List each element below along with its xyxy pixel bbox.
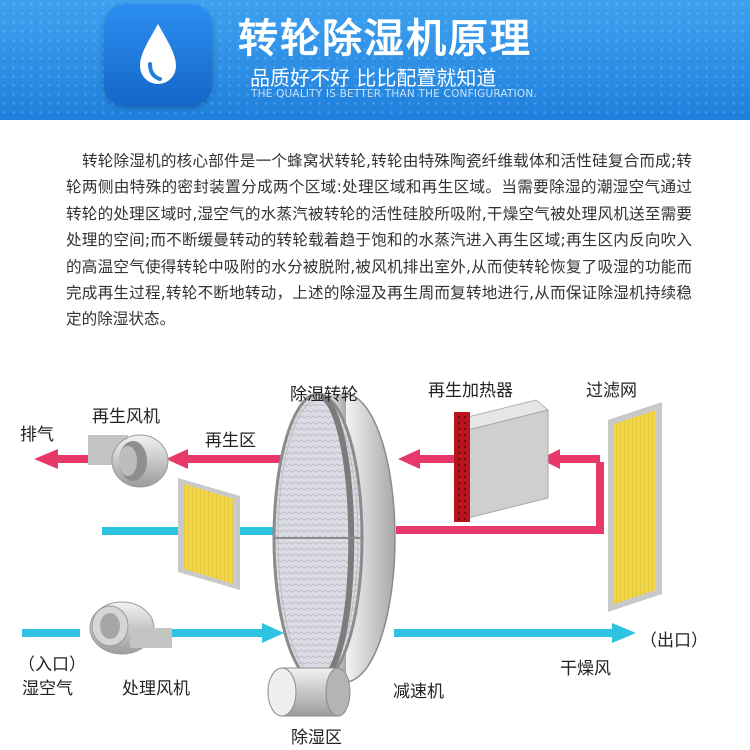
label-dehumid-zone: 除湿区 [291, 728, 342, 748]
water-drop-icon [140, 24, 176, 84]
label-heater: 再生加热器 [428, 381, 513, 401]
label-rotor: 除湿转轮 [290, 385, 358, 405]
header-banner: 转轮除湿机原理 品质好不好 比比配置就知道 THE QUALITY IS BET… [0, 0, 750, 120]
dehumidifier-diagram: 除湿转轮 再生加热器 过滤网 排气 再生风机 再生区 （入口） 湿空气 处理风机… [18, 381, 708, 748]
label-reducer: 减速机 [393, 682, 444, 702]
regeneration-airflow [34, 449, 604, 534]
label-process-fan: 处理风机 [122, 679, 190, 699]
label-wet-air: 湿空气 [22, 679, 73, 699]
heater-face [454, 412, 470, 522]
slogan-english: THE QUALITY IS BETTER THAN THE CONFIGURA… [251, 88, 537, 100]
desiccant-rotor [272, 392, 396, 684]
outlet-arrow [612, 623, 636, 643]
label-exhaust: 排气 [20, 425, 54, 445]
regen-arrow-rotor [166, 449, 188, 469]
description-paragraph: 转轮除湿机的核心部件是一个蜂窝状转轮,转轮由特殊陶瓷纤维载体和活性硅复合而成;转… [66, 152, 692, 329]
process-arrow-fan [262, 623, 284, 643]
slogan: 品质好不好 比比配置就知道 [250, 66, 497, 90]
exhaust-arrow [34, 449, 58, 469]
label-dry-air: 干燥风 [560, 659, 611, 679]
reducer-motor [267, 667, 351, 717]
label-regen-fan: 再生风机 [92, 407, 160, 427]
process-filter [178, 478, 240, 590]
label-inlet: （入口） [18, 655, 86, 675]
page-title: 转轮除湿机原理 [238, 16, 532, 62]
filter-screen [608, 402, 662, 612]
water-drop-logo [104, 4, 212, 106]
label-regen-zone: 再生区 [205, 431, 256, 451]
regen-arrow-heater [398, 449, 420, 469]
regeneration-fan [88, 434, 169, 488]
regen-arrow-filter [540, 449, 560, 469]
regen-duct-lower [396, 462, 604, 534]
label-filter: 过滤网 [586, 381, 637, 401]
label-outlet: （出口） [640, 631, 708, 651]
process-fan [89, 601, 172, 655]
